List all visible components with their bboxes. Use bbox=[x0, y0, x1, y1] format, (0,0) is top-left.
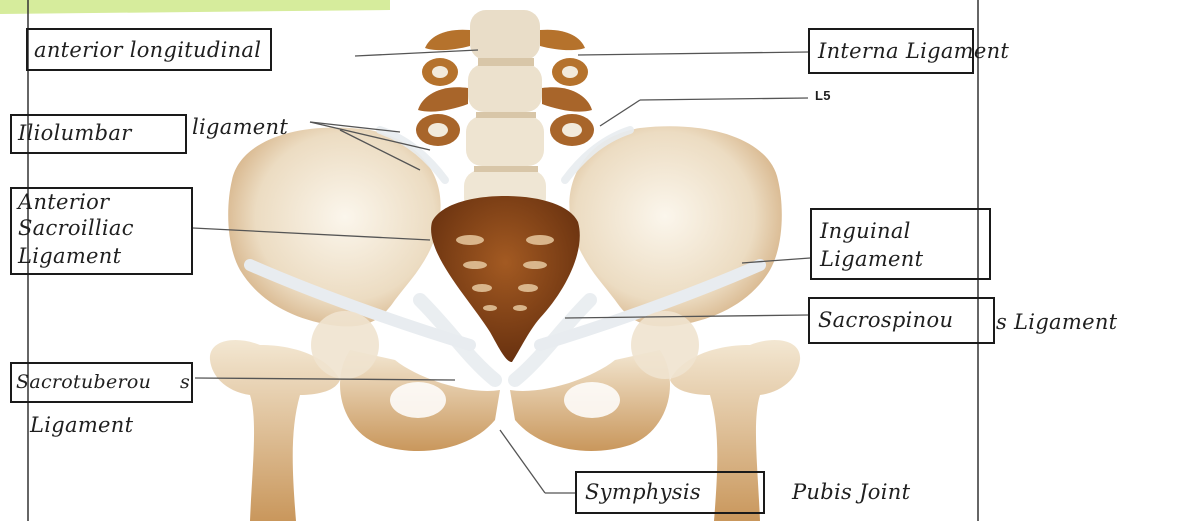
anterior-sacroiliac-line3: Ligament bbox=[18, 245, 121, 268]
iliolumbar-ligament-label: ligament bbox=[192, 116, 288, 139]
symphysis-label: Symphysis bbox=[585, 481, 701, 504]
sacrotuberous-rest-label: s bbox=[180, 371, 190, 394]
left-obturator bbox=[390, 382, 446, 418]
anterior-sacroiliac-line2: Sacroilliac bbox=[18, 217, 134, 240]
right-obturator bbox=[564, 382, 620, 418]
sacrotuberous-label: Sacrotuberou bbox=[16, 371, 151, 394]
header-tint bbox=[0, 0, 390, 14]
anterior-sacroiliac-line1: Anterior bbox=[18, 191, 109, 214]
sacrospinous-rest-label: s Ligament bbox=[996, 311, 1117, 334]
l5-label: L5 bbox=[815, 88, 831, 104]
symphysis-rest-label: Pubis Joint bbox=[792, 481, 910, 504]
iliolumbar-label: Iliolumbar bbox=[18, 122, 132, 145]
inguinal-line2: Ligament bbox=[820, 248, 923, 271]
lumbar-spine bbox=[416, 10, 594, 214]
interna-ligament-label: Interna Ligament bbox=[818, 40, 1009, 63]
inguinal-line1: Inguinal bbox=[820, 220, 911, 243]
sacrospinous-label: Sacrospinou bbox=[818, 309, 953, 332]
anterior-longitudinal-label: anterior longitudinal bbox=[34, 39, 261, 62]
sacrotuberous-line2: Ligament bbox=[30, 414, 133, 437]
